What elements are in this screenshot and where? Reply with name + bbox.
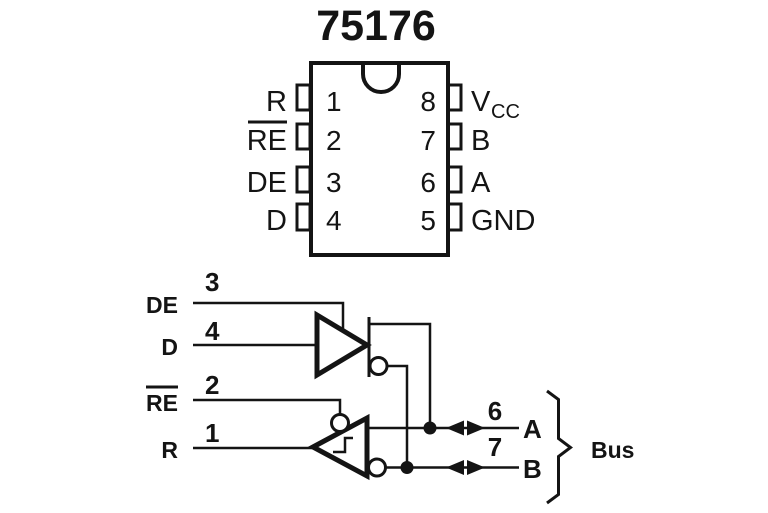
logic-pin-number: 7 <box>488 432 502 462</box>
right-arrowhead-icon <box>467 460 485 475</box>
pin-number: 5 <box>420 205 436 236</box>
pin-number: 4 <box>326 205 342 236</box>
pin-number: 1 <box>326 86 342 117</box>
pin-label-b: B <box>471 125 490 157</box>
de-wire <box>193 301 345 332</box>
right-arrowhead-icon <box>467 420 485 436</box>
inversion-bubble-icon <box>368 356 389 376</box>
logic-diagram: 3 DE 4 D 2 RE 1 R 6 A 7 B Bus <box>146 267 634 505</box>
junction-dot <box>423 421 437 435</box>
logic-pin-number: 2 <box>205 370 219 400</box>
logic-pin-number: 6 <box>488 396 502 426</box>
pin-number: 2 <box>326 125 342 156</box>
pin-number: 3 <box>326 167 342 198</box>
inversion-bubble-icon <box>330 413 350 433</box>
left-arrowhead-icon <box>446 420 464 436</box>
pin-label-d: D <box>266 205 287 237</box>
logic-label-r: R <box>161 437 178 463</box>
junction-dot <box>400 461 414 474</box>
dip8-package: 1 2 3 4 8 7 6 5 R RE DE D V CC B A GND <box>247 61 535 257</box>
logic-label-de: DE <box>146 292 178 318</box>
logic-pin-number: 4 <box>205 316 220 346</box>
pin-stub <box>295 165 312 194</box>
bus-line-label-b: B <box>523 454 542 484</box>
bus-line-label-a: A <box>523 414 542 444</box>
pin-label-vcc-subscript: CC <box>491 101 520 123</box>
driver-buffer-icon <box>314 310 372 380</box>
pin-number: 8 <box>420 86 436 117</box>
driver-y-wire <box>369 322 432 428</box>
pin-label-a: A <box>471 167 491 199</box>
pin1-index-notch-icon <box>361 63 401 94</box>
pin-label-vcc: V <box>471 86 491 118</box>
logic-pin-number: 3 <box>205 267 219 297</box>
logic-pin-number: 1 <box>205 418 219 448</box>
logic-label-re: RE <box>146 390 178 416</box>
bus-label: Bus <box>591 437 634 463</box>
logic-label-d: D <box>161 334 178 360</box>
bus-brace-icon <box>546 389 573 505</box>
pin-number: 7 <box>420 125 436 156</box>
ic-body-outline <box>309 61 450 257</box>
inversion-bubble-icon <box>367 457 387 478</box>
driver-z-wire <box>387 364 409 468</box>
left-arrowhead-icon <box>446 460 464 475</box>
pin-label-r: R <box>266 86 287 118</box>
hysteresis-icon <box>333 436 353 454</box>
re-wire <box>193 398 342 415</box>
pin-label-re: RE <box>247 125 287 157</box>
pin-stub <box>295 202 312 232</box>
chip-title: 75176 <box>316 2 436 50</box>
pin-stub <box>295 83 312 112</box>
pin-number: 6 <box>420 167 436 198</box>
pin-stub <box>295 122 312 151</box>
pin-label-gnd: GND <box>471 205 535 237</box>
pin-label-de: DE <box>247 167 287 199</box>
